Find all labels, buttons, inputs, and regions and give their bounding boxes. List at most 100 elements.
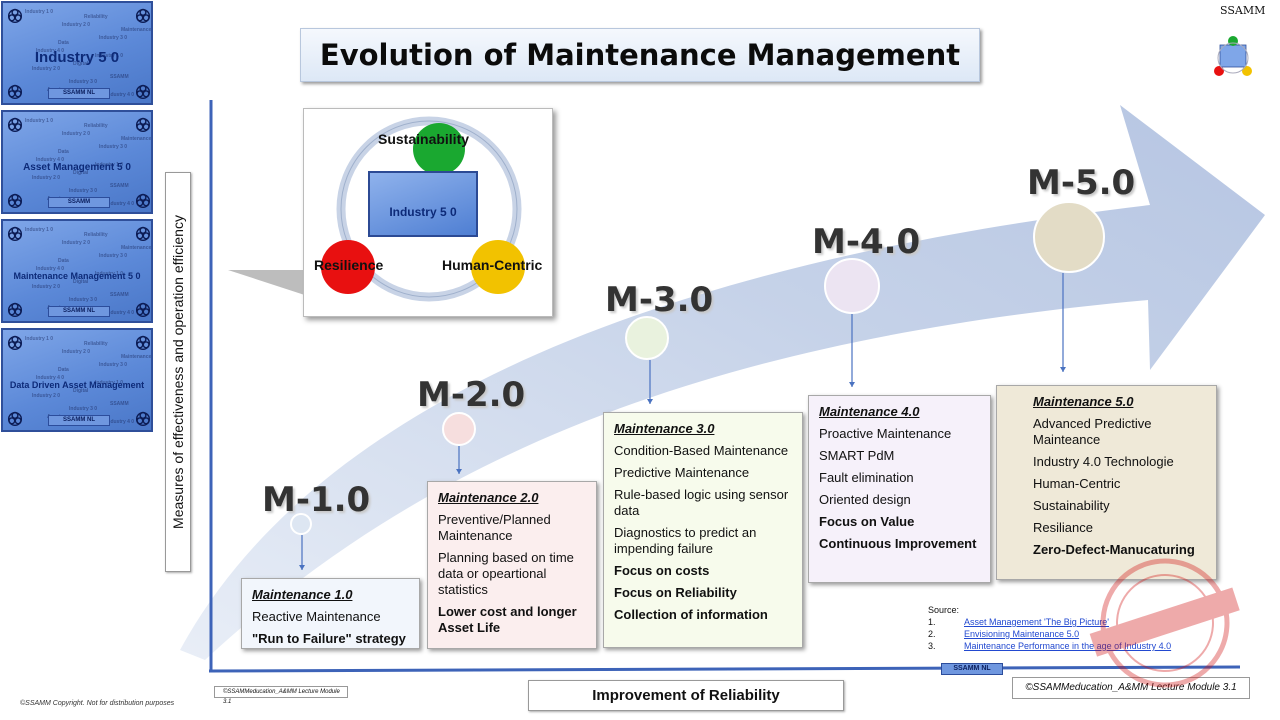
- maintenance-box-item: Planning based on time data or opeartion…: [438, 550, 574, 597]
- wordcloud-decoration: Industry 1 0: [95, 271, 124, 277]
- milestone-arrowhead: [849, 382, 855, 387]
- industry-5-diagram: Industry 5 0 Sustainability Resilience H…: [303, 108, 553, 317]
- flower-logo-icon: [135, 302, 151, 318]
- wordcloud-decoration: Reliability: [84, 123, 108, 129]
- flower-logo-icon: [135, 335, 151, 351]
- source-row: 2. Envisioning Maintenance 5.0: [928, 628, 1171, 640]
- wordcloud-decoration: Digital: [73, 279, 89, 285]
- wordcloud-decoration: Reliability: [84, 341, 108, 347]
- resilience-circle: [321, 240, 375, 294]
- source-link[interactable]: Envisioning Maintenance 5.0: [964, 629, 1080, 639]
- copyright-notice: ©SSAMM Copyright. Not for distribution p…: [20, 700, 175, 707]
- source-number: 2.: [928, 629, 936, 639]
- milestone-heading: M-3.0: [605, 280, 714, 320]
- source-number: 1.: [928, 617, 936, 627]
- maintenance-box-item: Lower cost and longer Asset Life: [438, 604, 577, 635]
- maintenance-box-item: Reactive Maintenance: [252, 609, 381, 624]
- industry-center-label: Industry 5 0: [389, 205, 457, 219]
- milestone-graphics: [290, 201, 1105, 570]
- wordcloud-decoration: Industry 3 0: [69, 79, 98, 85]
- wordcloud-decoration: Digital: [73, 388, 89, 394]
- flower-logo-icon: [7, 335, 23, 351]
- wordcloud-decoration: Industry 3 0: [99, 362, 128, 368]
- wordcloud-decoration: Industry 2 0: [32, 175, 61, 181]
- maintenance-box-item: Focus on costs: [614, 563, 710, 578]
- wordcloud-decoration: Maintenance: [121, 27, 152, 33]
- wordcloud-decoration: SSAMM: [110, 401, 129, 407]
- wordcloud-decoration: Maintenance: [121, 245, 152, 251]
- maintenance-box-item: Continuous Improvement: [819, 536, 977, 551]
- source-link[interactable]: Asset Management 'The Big Picture': [964, 617, 1110, 627]
- source-list: 1. Asset Management 'The Big Picture' 2. En…: [928, 616, 1171, 652]
- shadow-wedge: [228, 270, 320, 300]
- wordcloud-decoration: Industry 3 0: [99, 35, 128, 41]
- wordcloud-decoration: Industry 2 0: [62, 131, 91, 137]
- wordcloud-decoration: Industry 4 0: [106, 201, 135, 207]
- wordcloud-decoration: Industry 3 0: [99, 253, 128, 259]
- milestone-circle: [1033, 201, 1105, 273]
- source-label: Source:: [928, 605, 960, 615]
- milestone-arrowhead: [299, 565, 305, 570]
- wordcloud-decoration: Digital: [73, 61, 89, 67]
- maintenance-box-title: Maintenance 3.0: [614, 421, 715, 436]
- wordcloud-decoration: Data: [58, 367, 69, 373]
- milestone-arrowhead: [647, 399, 653, 404]
- thumbnail-card[interactable]: Industry 1 0 Industry 2 0 Industry 3 0 Indu…: [1, 1, 153, 105]
- wordcloud-decoration: Digital: [73, 170, 89, 176]
- flower-logo-icon: [135, 226, 151, 242]
- flower-logo-icon: [7, 84, 23, 100]
- maintenance-box-item: Industry 4.0 Technologie: [1033, 454, 1174, 469]
- wordcloud-decoration: Industry 4 0: [36, 157, 65, 163]
- maintenance-box-item: Proactive Maintenance: [819, 426, 952, 441]
- maintenance-box-item: SMART PdM: [819, 448, 895, 463]
- wordcloud-decoration: Industry 1 0: [25, 9, 54, 15]
- milestone-heading: M-5.0: [1027, 163, 1136, 203]
- thumbnail-tag: SSAMM: [48, 197, 110, 208]
- milestone-heading: M-2.0: [417, 375, 526, 415]
- maintenance-box-item: "Run to Failure" strategy: [252, 631, 406, 646]
- wordcloud-decoration: Industry 4 0: [36, 266, 65, 272]
- wordcloud-decoration: Industry 4 0: [36, 48, 65, 54]
- maintenance-box-item: Fault elimination: [819, 470, 914, 485]
- maintenance-box-item: Preventive/Planned Maintenance: [438, 512, 551, 543]
- sustainability-label: Sustainability: [378, 131, 470, 147]
- wordcloud-decoration: Data: [58, 258, 69, 264]
- maintenance-box-item: Rule-based logic using sensor data: [614, 487, 789, 518]
- maintenance-box-item: Resiliance: [1033, 520, 1093, 535]
- flower-logo-icon: [135, 193, 151, 209]
- wordcloud-decoration: Industry 2 0: [32, 393, 61, 399]
- thumbnail-caption: Industry 5 0: [34, 49, 120, 66]
- maintenance-box-item: Human-Centric: [1033, 476, 1121, 491]
- maintenance-box-item: Focus on Value: [819, 514, 915, 529]
- wordcloud-decoration: SSAMM: [110, 292, 129, 298]
- flower-logo-icon: [7, 193, 23, 209]
- milestone-circle: [824, 258, 880, 314]
- flower-logo-icon: [7, 226, 23, 242]
- logo-text: SSAMM: [1220, 4, 1266, 17]
- thumbnail-tag: SSAMM NL: [48, 306, 110, 317]
- maintenance-box-title: Maintenance 5.0: [1033, 394, 1134, 409]
- wordcloud-decoration: Industry 2 0: [62, 22, 91, 28]
- wordcloud-decoration: Reliability: [84, 232, 108, 238]
- y-axis-label-box: Measures of effectiveness and operation …: [165, 172, 191, 572]
- wordcloud-decoration: Industry 1 0: [25, 227, 54, 233]
- thumbnail-tag: SSAMM NL: [48, 415, 110, 426]
- ssamm-tag: SSAMM NL: [941, 663, 1003, 675]
- flower-logo-icon: [135, 411, 151, 427]
- flower-logo-icon: [135, 84, 151, 100]
- wordcloud-decoration: Industry 1 0: [95, 380, 124, 386]
- thumbnail-card[interactable]: Industry 1 0 Industry 2 0 Industry 3 0 Indu…: [1, 328, 153, 432]
- wordcloud-decoration: Industry 4 0: [36, 375, 65, 381]
- maintenance-box-item: Sustainability: [1033, 498, 1110, 513]
- wordcloud-decoration: Industry 3 0: [69, 406, 98, 412]
- wordcloud-decoration: Industry 1 0: [95, 53, 124, 59]
- source-link[interactable]: Maintenance Performance in the age of In…: [964, 641, 1172, 651]
- milestone-heading: M-4.0: [812, 222, 921, 262]
- thumbnail-caption: Asset Management 5 0: [23, 162, 131, 173]
